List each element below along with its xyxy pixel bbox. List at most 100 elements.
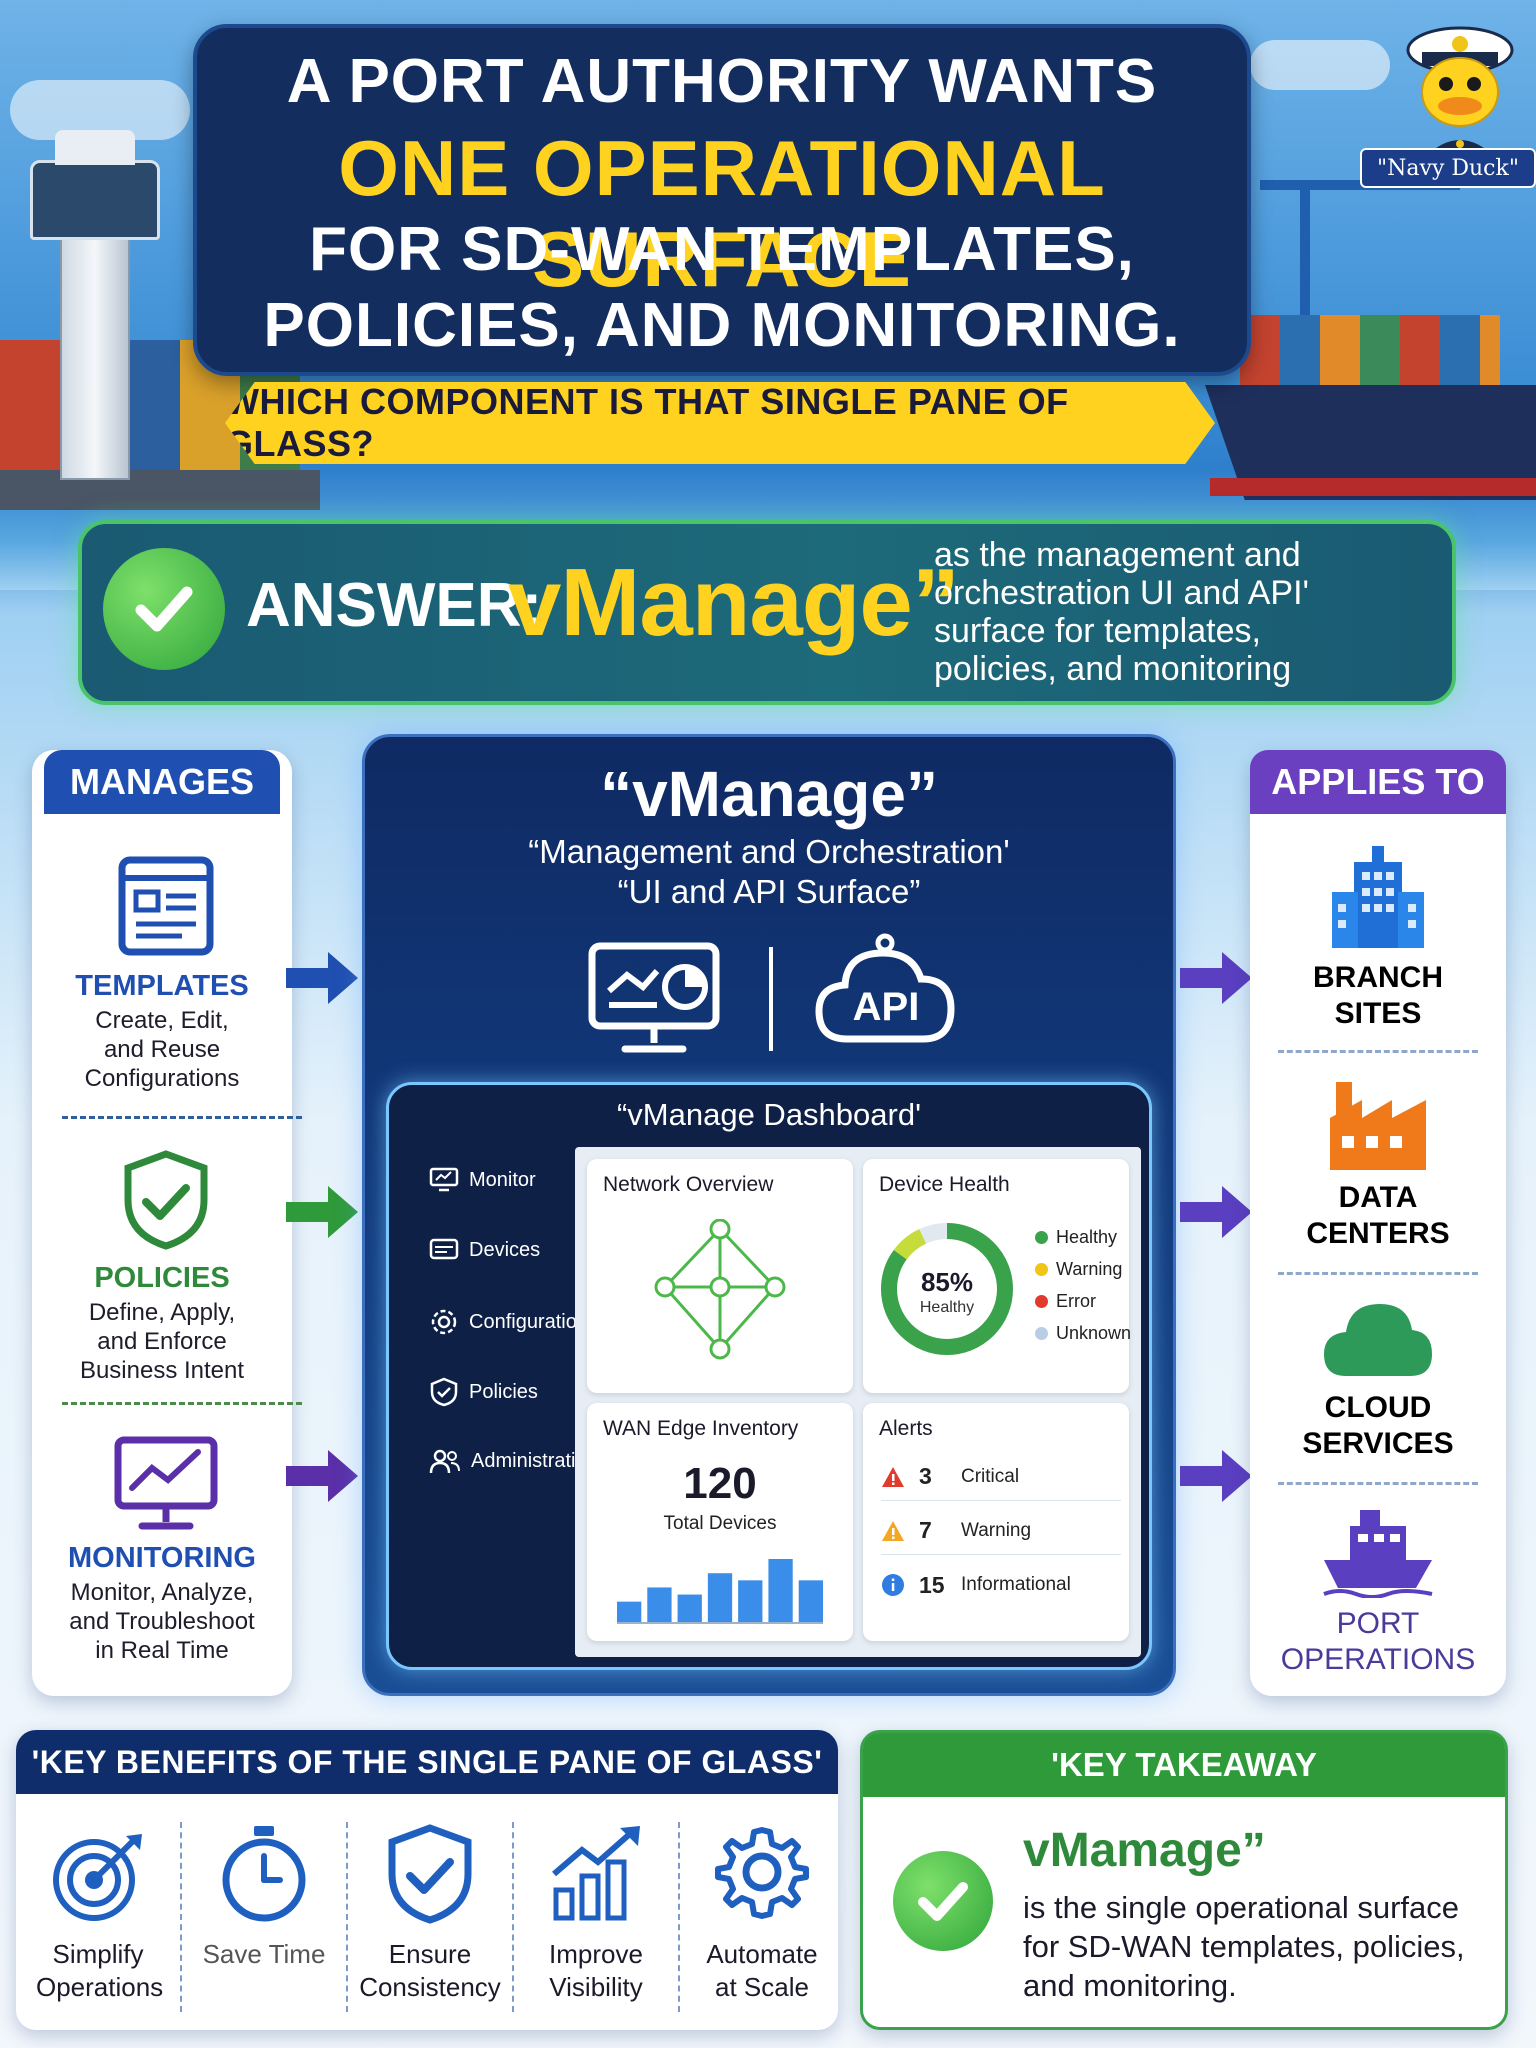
shield-check-icon — [388, 1824, 472, 1924]
nav-label: Monitor — [469, 1168, 536, 1191]
wan-edge-inventory-card[interactable]: WAN Edge Inventory 120 Total Devices — [587, 1403, 853, 1641]
mascot-label: "Navy Duck" — [1360, 148, 1536, 188]
nav-label: Policies — [469, 1380, 538, 1403]
manages-item-desc: Define, Apply, and Enforce Business Inte… — [79, 1299, 245, 1384]
title-line-1: A PORT AUTHORITY WANTS — [286, 47, 1158, 116]
vmanage-subtitle-2: “UI and API Surface” — [617, 873, 921, 910]
warning-triangle-icon — [882, 1520, 904, 1541]
arrow-right-icon — [286, 1186, 358, 1238]
nav-item-policies[interactable]: Policies — [429, 1377, 538, 1407]
navy-duck-mascot-icon — [1406, 26, 1514, 160]
benefit-automate: Automate at Scale — [680, 1810, 844, 2020]
icon-separator — [769, 947, 773, 1051]
cargo-ship-icon — [1323, 1510, 1433, 1598]
dock — [0, 470, 320, 510]
applies-to-item-title: BRANCH SITES — [1313, 961, 1443, 1030]
benefits-header: 'KEY BENEFITS OF THE SINGLE PANE OF GLAS… — [16, 1730, 838, 1794]
office-building-icon — [1332, 846, 1424, 948]
card-title: Alerts — [879, 1417, 933, 1440]
legend-item: Unknown — [1035, 1323, 1131, 1344]
alert-count: 15 — [919, 1571, 945, 1598]
sky-cloud — [1250, 40, 1390, 90]
check-circle-icon — [893, 1851, 993, 1951]
nav-item-monitor[interactable]: Monitor — [429, 1167, 536, 1193]
answer-description: as the management and orchestration UI a… — [934, 536, 1310, 688]
nav-label: Devices — [469, 1238, 541, 1261]
manages-item-title: TEMPLATES — [75, 970, 249, 1002]
vmanage-dashboard: “vManage Dashboard' Monitor Devices Conf… — [386, 1082, 1152, 1670]
control-tower — [60, 230, 130, 480]
dashboard-sidebar: Monitor Devices Configuration Policies A… — [403, 1147, 598, 1657]
benefit-label: Save Time — [202, 1939, 326, 1969]
manages-item-title: POLICIES — [94, 1262, 230, 1294]
alert-row-informational[interactable]: 15 Informational — [881, 1561, 1121, 1609]
control-tower-roof — [55, 130, 135, 165]
inventory-bar — [647, 1587, 672, 1623]
legend-item: Healthy — [1035, 1227, 1117, 1248]
takeaway-panel: 'KEY TAKEAWAY vMamage” is the single ope… — [860, 1730, 1508, 2030]
manages-item-desc: Monitor, Analyze, and Troubleshoot in Re… — [69, 1579, 255, 1664]
alert-label: Warning — [961, 1519, 1032, 1541]
takeaway-header: 'KEY TAKEAWAY — [863, 1733, 1505, 1797]
alert-label: Informational — [961, 1574, 1071, 1595]
manages-panel: MANAGES TEMPLATES Create, Edit, and Reus… — [32, 750, 302, 1696]
inventory-bar — [707, 1573, 733, 1623]
arrow-right-icon — [1180, 1186, 1252, 1238]
alert-count: 3 — [919, 1463, 932, 1489]
network-topology-icon — [654, 1219, 786, 1360]
title-line-2: ONE OPERATIONAL SURFACE — [338, 124, 1106, 303]
factory-icon — [1330, 1082, 1426, 1170]
applies-to-header: APPLIES TO — [1250, 750, 1506, 814]
nav-item-administration[interactable]: Administration — [429, 1447, 598, 1475]
benefit-visibility: Improve Visibility — [514, 1810, 678, 2020]
users-icon — [429, 1449, 460, 1474]
nav-item-devices[interactable]: Devices — [429, 1237, 540, 1263]
alert-label: Critical — [961, 1465, 1020, 1487]
benefit-label: Ensure Consistency — [359, 1939, 501, 2002]
check-circle-icon — [103, 548, 225, 670]
legend-item: Warning — [1035, 1259, 1122, 1280]
title-line-3: FOR SD-WAN TEMPLATES, — [309, 215, 1135, 284]
divider — [62, 1402, 302, 1405]
dashboard-main: Network Overview Device Health — [575, 1147, 1141, 1657]
inventory-bar-chart — [617, 1559, 823, 1624]
arrow-right-icon — [1180, 1450, 1252, 1502]
alert-row-warning[interactable]: 7 Warning — [881, 1507, 1121, 1555]
separator — [180, 1822, 182, 2012]
card-title: Network Overview — [603, 1173, 774, 1196]
divider — [1278, 1482, 1478, 1485]
title-line-4: POLICIES, AND MONITORING. — [263, 291, 1181, 360]
nav-label: Configuration — [469, 1310, 588, 1333]
title-box: A PORT AUTHORITY WANTS ONE OPERATIONAL S… — [193, 24, 1251, 376]
inventory-bar — [768, 1559, 793, 1623]
answer-value: vManage” — [508, 549, 960, 656]
device-health-card[interactable]: Device Health 85% Healthy Healthy Warnin… — [863, 1159, 1131, 1393]
takeaway-title: vMamage” — [1023, 1824, 1266, 1877]
alert-row-critical[interactable]: 3 Critical — [881, 1453, 1121, 1501]
shield-check-icon — [430, 1377, 458, 1407]
applies-to-item-title: DATA CENTERS — [1306, 1181, 1450, 1250]
alert-count: 7 — [919, 1517, 932, 1543]
nav-item-configuration[interactable]: Configuration — [429, 1307, 588, 1337]
api-cloud-icon — [815, 933, 955, 1043]
devices-icon — [429, 1238, 459, 1260]
arrow-right-icon — [286, 952, 358, 1004]
dashboard-title: “vManage Dashboard' — [616, 1097, 922, 1132]
alerts-card[interactable]: Alerts 3 Critical 7 Warning 15 Informati… — [863, 1403, 1129, 1641]
vmanage-title: “vManage” — [600, 758, 938, 830]
answer-label: ANSWER: — [246, 571, 543, 640]
separator — [678, 1822, 680, 2012]
template-document-icon — [118, 856, 214, 956]
device-health-donut — [881, 1223, 1013, 1355]
applies-to-item-title: CLOUD SERVICES — [1302, 1391, 1454, 1460]
network-overview-card[interactable]: Network Overview — [587, 1159, 853, 1393]
benefit-label: Improve Visibility — [549, 1939, 643, 2002]
manages-item-desc: Create, Edit, and Reuse Configurations — [84, 1007, 240, 1092]
separator — [346, 1822, 348, 2012]
inventory-bar — [677, 1594, 702, 1623]
benefits-panel: 'KEY BENEFITS OF THE SINGLE PANE OF GLAS… — [16, 1730, 838, 2030]
divider — [1278, 1050, 1478, 1053]
stopwatch-icon — [222, 1826, 306, 1922]
benefit-label: Simplify Operations — [36, 1939, 164, 2002]
target-icon — [53, 1834, 142, 1921]
